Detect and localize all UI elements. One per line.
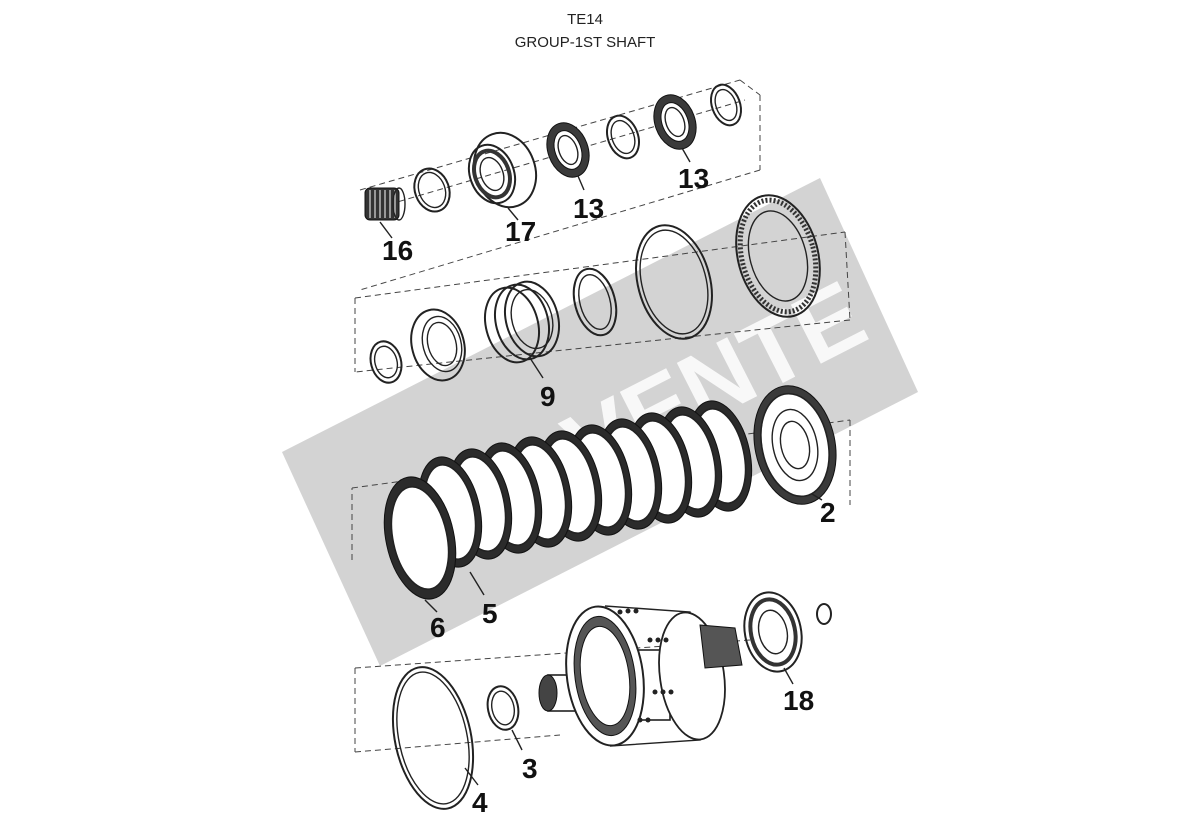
part-13-tapered-bearing-a [546, 122, 590, 178]
bearing-middle [410, 308, 466, 382]
callout-6: 6 [430, 612, 446, 643]
ring-part-3 [486, 685, 520, 731]
callout-13-b: 13 [678, 163, 709, 194]
diagram-title: TE14 [567, 11, 603, 28]
callout-16: 16 [382, 235, 413, 266]
piston-disc-large [735, 194, 821, 318]
first-shaft-assembly [538, 605, 743, 747]
callout-9: 9 [540, 381, 556, 412]
callout-13-a: 13 [573, 193, 604, 224]
callout-18: 18 [783, 685, 814, 716]
small-circlip-shaft [816, 603, 832, 625]
callout-17: 17 [505, 216, 536, 247]
part-17-ball-bearing [467, 131, 538, 209]
part-9-seal-rings [484, 280, 560, 364]
part-13-tapered-bearing-b [653, 94, 697, 150]
part-16-needle-bearing [364, 187, 406, 221]
part-2-piston-housing [753, 385, 837, 505]
group-shaft-outline [354, 639, 751, 753]
circlip-top-right [710, 83, 742, 127]
callout-5: 5 [482, 598, 498, 629]
callout-3: 3 [522, 753, 538, 784]
ring-top-mid [606, 114, 640, 160]
callout-2: 2 [820, 497, 836, 528]
circlip-middle [369, 340, 403, 384]
snap-ring-large [635, 224, 713, 340]
snap-ring-part-4 [391, 666, 475, 810]
part-18-bearing [743, 591, 803, 673]
callout-4: 4 [472, 787, 488, 818]
circlip-top [413, 167, 451, 213]
diagram-title-block: TE14 GROUP-1ST SHAFT [0, 8, 1170, 54]
ring-middle-small [572, 267, 618, 337]
diagram-subtitle: GROUP-1ST SHAFT [514, 34, 656, 51]
clutch-pack-discs [383, 400, 753, 600]
